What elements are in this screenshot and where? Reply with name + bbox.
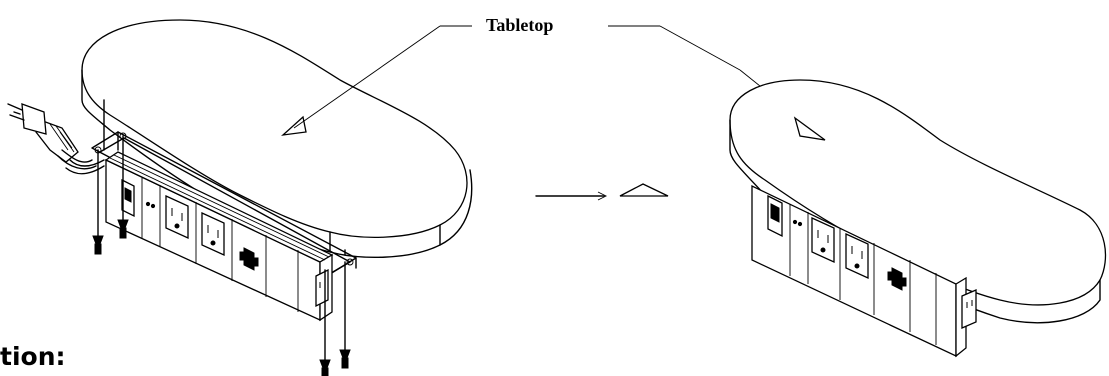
right-outlet-2: [845, 232, 869, 280]
left-outlet-2: [201, 211, 225, 257]
left-data-jack: [243, 247, 255, 271]
section-heading: tion:: [0, 342, 66, 371]
right-end-outlet: [961, 289, 977, 329]
left-outlet-1: [165, 194, 189, 240]
screw-left-2: [117, 135, 129, 239]
right-outlet-1: [811, 216, 835, 264]
screw-left-1: [92, 149, 104, 255]
right-callout-arrowhead: [793, 116, 826, 141]
power-cord-plug: [7, 103, 105, 175]
right-data-jack: [891, 267, 903, 291]
screw-right-2: [339, 261, 351, 369]
screw-right-1: [319, 269, 331, 376]
assembly-arrow: [535, 183, 669, 201]
tabletop-callout-label: Tabletop: [486, 15, 554, 35]
left-assembly: [7, 19, 473, 376]
left-callout-arrowhead: [281, 115, 307, 136]
left-tabletop-top: [81, 19, 468, 238]
left-end-outlet: [315, 268, 329, 308]
right-assembly: [729, 79, 1107, 358]
